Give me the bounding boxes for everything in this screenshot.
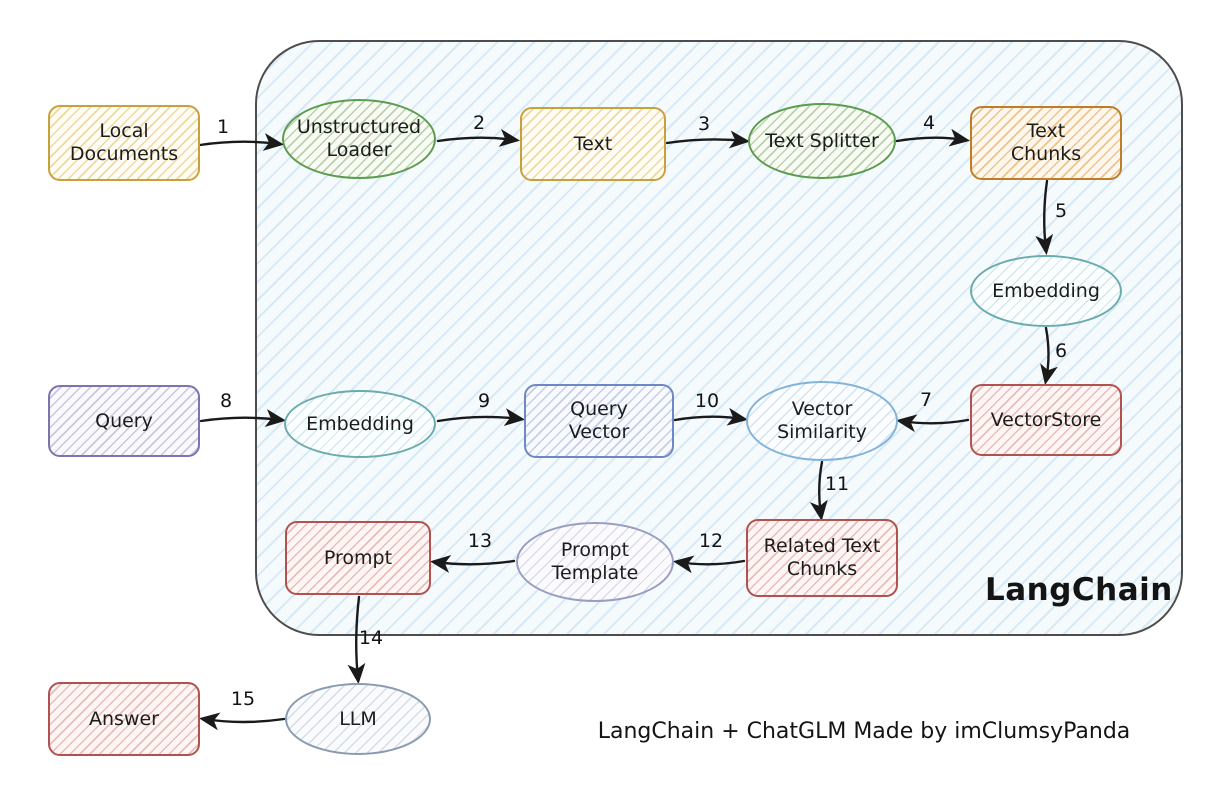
node-label: Text [573, 132, 613, 155]
node-unstructured-loader: Unstructured Loader [282, 99, 436, 179]
node-label: VectorStore [990, 408, 1102, 431]
langchain-title: LangChain [985, 572, 1173, 608]
node-label: Local Documents [69, 120, 179, 165]
edge-13-label: 13 [467, 530, 493, 552]
node-local-documents: Local Documents [48, 105, 200, 181]
node-label: LLM [339, 707, 377, 730]
diagram-caption: LangChain + ChatGLM Made by imClumsyPand… [597, 719, 1131, 744]
node-query: Query [48, 385, 200, 457]
node-prompt-template: Prompt Template [516, 522, 674, 602]
edge-7-label: 7 [919, 389, 933, 411]
node-related-text-chunks: Related Text Chunks [746, 519, 898, 597]
edge-8-label: 8 [219, 390, 233, 412]
edge-11-label: 11 [824, 473, 850, 495]
edge-6-label: 6 [1054, 340, 1068, 362]
node-vectorstore: VectorStore [970, 384, 1122, 456]
edge-15-arrow [198, 712, 286, 731]
node-label: Vector Similarity [777, 398, 867, 443]
node-answer: Answer [48, 682, 200, 756]
edge-3-label: 3 [697, 113, 711, 135]
node-embedding-query: Embedding [284, 390, 436, 458]
edge-12-label: 12 [698, 530, 724, 552]
node-label: Answer [89, 707, 159, 730]
edge-10-label: 10 [694, 390, 720, 412]
edge-2-label: 2 [472, 112, 486, 134]
node-llm: LLM [285, 683, 431, 755]
node-label: Prompt [323, 546, 393, 569]
edge-4-label: 4 [922, 112, 936, 134]
edge-1-label: 1 [216, 116, 230, 138]
node-label: Prompt Template [551, 539, 639, 584]
node-label: Embedding [306, 412, 414, 435]
node-vector-similarity: Vector Similarity [746, 381, 898, 461]
edge-14-label: 14 [358, 627, 384, 649]
node-label: Query [95, 409, 153, 432]
node-text: Text [520, 107, 666, 181]
node-text-chunks: Text Chunks [970, 106, 1122, 180]
edge-9-label: 9 [477, 390, 491, 412]
node-label: Related Text Chunks [763, 535, 881, 580]
node-label: Unstructured Loader [296, 116, 422, 161]
node-text-splitter: Text Splitter [748, 103, 896, 179]
node-embedding-docs: Embedding [970, 255, 1122, 327]
node-prompt: Prompt [285, 521, 431, 595]
node-query-vector: Query Vector [524, 384, 674, 458]
node-label: Text Chunks [1010, 120, 1082, 165]
node-label: Text Splitter [765, 129, 879, 152]
node-label: Embedding [992, 279, 1100, 302]
node-label: Query Vector [568, 398, 630, 443]
edge-15-label: 15 [230, 688, 256, 710]
edge-5-label: 5 [1054, 200, 1068, 222]
